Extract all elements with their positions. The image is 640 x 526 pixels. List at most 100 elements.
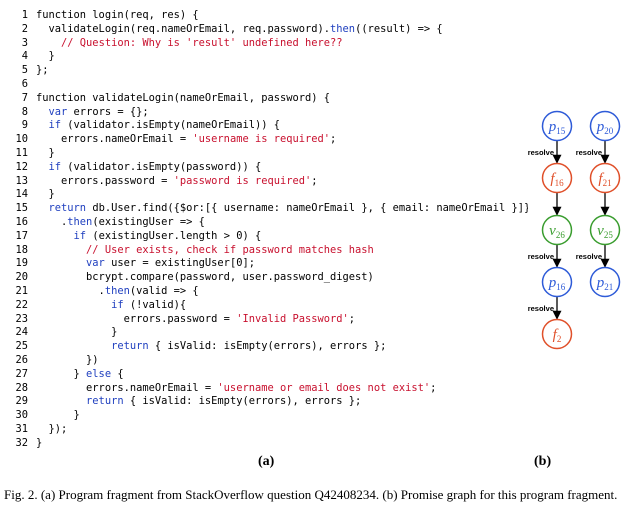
code-line: 11 }: [6, 147, 528, 161]
graph-node-f2: f2: [541, 318, 573, 350]
code-text: (validator.isEmpty(nameOrEmail)) {: [61, 119, 280, 132]
node-circle: [589, 162, 621, 194]
code-line: 6: [6, 78, 528, 92]
code-line: 4 }: [6, 50, 528, 64]
code-text: };: [36, 64, 49, 77]
code-text: }: [36, 188, 55, 201]
code-text: }: [36, 409, 80, 422]
node-subscript: 2: [557, 334, 562, 344]
node-circle: [589, 266, 621, 298]
line-number: 1: [21, 9, 28, 21]
node-base: f: [598, 171, 604, 187]
node-subscript: 21: [604, 282, 613, 292]
node-label: p20: [596, 119, 614, 136]
code-text: bcrypt.compare(password, user.password_d…: [36, 271, 374, 284]
code-string: 'username is required': [192, 133, 331, 146]
code-text: errors.nameOrEmail =: [36, 133, 193, 146]
edge-label: resolve: [576, 252, 602, 261]
code-keyword: return: [86, 395, 124, 408]
code-line: 3 // Question: Why is 'result' undefined…: [6, 37, 528, 51]
code-keyword: else: [86, 367, 112, 380]
code-line: 31 });: [6, 423, 528, 437]
code-line: 14 }: [6, 188, 528, 202]
graph-node-v25: v25: [589, 214, 621, 246]
code-line: 30 }: [6, 409, 528, 423]
code-text: function login(req, res) {: [36, 9, 199, 21]
code-string: 'Invalid Password': [236, 312, 349, 325]
code-line: 13 errors.password = 'password is requir…: [6, 175, 528, 189]
node-subscript: 20: [604, 126, 614, 136]
code-keyword: return: [111, 340, 149, 353]
code-text: {: [111, 367, 124, 380]
line-number: 28: [15, 381, 28, 394]
line-number: 8: [21, 105, 28, 118]
graph-node-v26: v26: [541, 214, 573, 246]
code-text: .: [36, 215, 68, 228]
subfigure-label-b: (b): [534, 454, 552, 469]
line-number: 17: [15, 229, 28, 242]
line-number: 13: [15, 174, 28, 187]
code-line: 23 errors.password = 'Invalid Password';: [6, 313, 528, 327]
code-text: [36, 161, 49, 173]
code-text: .: [36, 284, 105, 297]
graph-node-f21: f21: [589, 162, 621, 194]
code-text: (existingUser.length > 0) {: [86, 229, 262, 242]
code-text: function validateLogin(nameOrEmail, pass…: [36, 91, 331, 104]
code-text: ;: [311, 174, 318, 187]
line-number: 22: [15, 298, 28, 311]
line-number: 29: [15, 395, 28, 408]
line-number: 11: [15, 146, 28, 159]
code-line: 18 // User exists, check if password mat…: [6, 244, 528, 258]
line-number: 10: [15, 133, 28, 146]
line-number: 3: [21, 36, 28, 49]
node-label: f21: [598, 171, 611, 188]
node-circle: [589, 214, 621, 246]
code-line: 21 .then(valid => {: [6, 285, 528, 299]
node-label: p16: [548, 275, 566, 292]
line-number: 31: [15, 422, 28, 435]
line-number: 9: [21, 119, 28, 132]
code-line: 19 var user = existingUser[0];: [6, 257, 528, 271]
code-string: 'username or email does not exist': [217, 381, 431, 394]
code-line: 5};: [6, 64, 528, 78]
code-keyword: then: [104, 284, 130, 297]
code-text: ;: [430, 381, 437, 394]
code-text: }: [36, 146, 55, 159]
line-number: 32: [15, 436, 28, 449]
code-text: }: [36, 326, 118, 339]
node-subscript: 26: [556, 230, 566, 240]
node-base: f: [553, 327, 559, 343]
code-text: validateLogin(req.nameOrEmail, req.passw…: [36, 22, 331, 35]
code-text: }: [36, 436, 43, 449]
node-circle: [541, 214, 573, 246]
line-number: 25: [15, 340, 28, 353]
node-subscript: 25: [604, 230, 614, 240]
node-subscript: 15: [556, 126, 566, 136]
code-text: { isValid: isEmpty(errors), errors };: [123, 395, 362, 408]
graph-node-p21: p21: [589, 266, 621, 298]
code-text: db.User.find({$or:[{ username: nameOrEma…: [86, 202, 528, 215]
node-circle: [541, 266, 573, 298]
line-number: 7: [21, 91, 28, 104]
code-keyword: return: [48, 202, 87, 215]
node-circle: [589, 110, 621, 142]
code-keyword: var: [48, 105, 68, 118]
code-text: errors.password =: [36, 312, 237, 325]
code-text: { isValid: isEmpty(errors), errors };: [148, 340, 387, 353]
node-label: p15: [548, 119, 566, 136]
line-number: 23: [15, 312, 28, 325]
graph-node-p16: p16: [541, 266, 573, 298]
code-string: 'password is required': [173, 174, 312, 187]
graph-node-p15: p15: [541, 110, 573, 142]
code-keyword: if: [48, 119, 62, 132]
code-text: [36, 230, 74, 242]
node-base: v: [597, 223, 604, 239]
node-base: p: [548, 119, 557, 135]
code-text: [36, 119, 49, 131]
code-text: [36, 37, 61, 49]
graph-node-p20: p20: [589, 110, 621, 142]
code-line: 20 bcrypt.compare(password, user.passwor…: [6, 271, 528, 285]
line-number: 24: [15, 326, 28, 339]
edge-label: resolve: [528, 304, 554, 313]
code-keyword: if: [48, 160, 62, 173]
